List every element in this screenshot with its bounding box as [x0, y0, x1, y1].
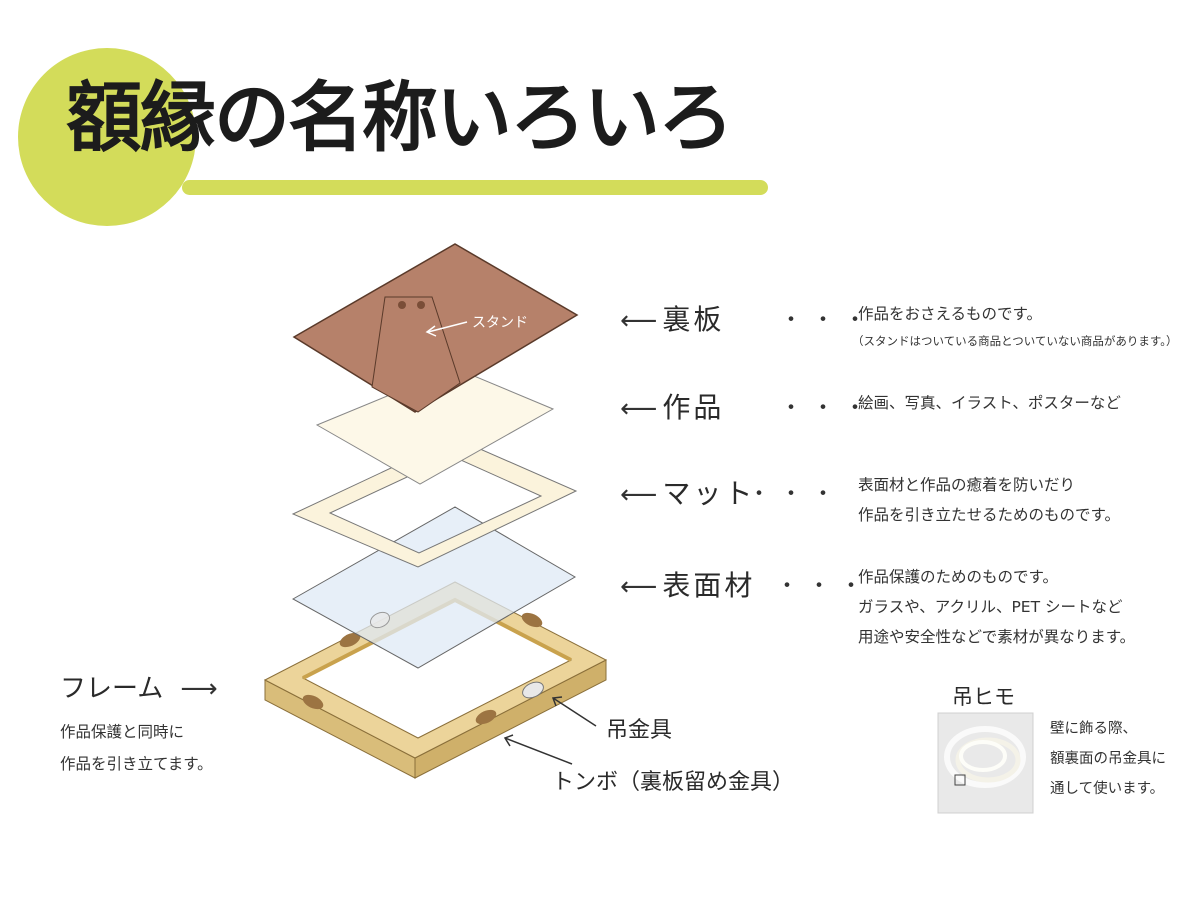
part-note: （スタンドはついている商品とついていない商品があります。）	[852, 334, 1178, 348]
title-accent-circle	[18, 48, 196, 226]
frame-description: 作品保護と同時に 作品を引き立てます。	[60, 723, 213, 773]
part-name: 作品	[662, 391, 725, 424]
part-description: 表面材と作品の癒着を防いだり 作品を引き立たせるためのものです。	[858, 476, 1120, 524]
page-title: 額縁の名称いろいろ	[66, 73, 734, 162]
frame-label: フレーム ⟶	[60, 668, 218, 705]
part-description: 絵画、写真、イラスト、ポスターなど	[858, 394, 1121, 412]
leader-dots: ・・・	[748, 482, 845, 507]
hanging-hardware-label: 吊金具	[606, 718, 673, 743]
leader-dots: ・・・	[780, 396, 877, 421]
back-board-illustration	[292, 243, 579, 413]
hanging-cord-photo	[937, 712, 1034, 814]
part-label-glazing: ⟵ 表面材	[620, 564, 755, 604]
part-label-back-board: ⟵ 裏板	[620, 298, 724, 338]
part-name: 表面材	[662, 569, 756, 602]
arrow-left-icon: ⟵	[620, 480, 658, 510]
arrow-right-icon: ⟶	[180, 674, 218, 704]
arrow-left-icon: ⟵	[620, 572, 658, 602]
arrow-left-icon: ⟵	[620, 306, 658, 336]
part-name: 裏板	[662, 303, 725, 336]
part-name: マット	[662, 477, 756, 510]
part-description: 作品保護のためのものです。 ガラスや、アクリル、PET シートなど 用途や安全性…	[858, 568, 1136, 646]
hanging-cord-title: 吊ヒモ	[952, 685, 1015, 709]
part-description: 作品をおさえるものです。	[858, 305, 1042, 323]
stand-label: スタンド	[472, 315, 528, 331]
title-underline-bar	[182, 180, 768, 195]
hanging-cord-description: 壁に飾る際、 額裏面の吊金具に 通して使います。	[1050, 721, 1166, 797]
tonbo-label: トンボ（裏板留め金具）	[552, 770, 795, 795]
glazing-illustration	[291, 506, 576, 669]
part-label-artwork: ⟵ 作品	[620, 386, 724, 426]
part-label-mat: ⟵ マット	[620, 472, 755, 512]
frame-illustration	[263, 581, 608, 779]
leader-dots: ・・・	[776, 574, 873, 599]
frame-name: フレーム	[60, 674, 164, 704]
leader-dots: ・・・	[780, 308, 877, 333]
arrow-left-icon: ⟵	[620, 394, 658, 424]
